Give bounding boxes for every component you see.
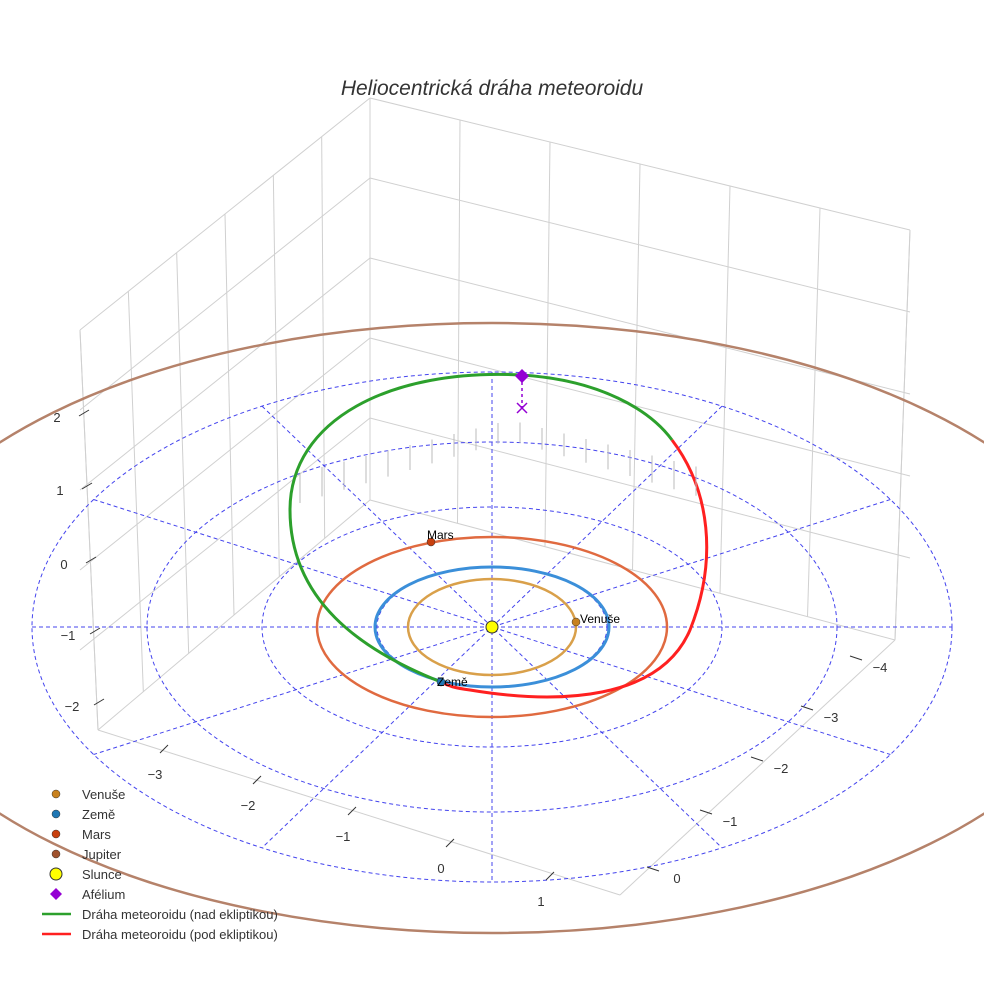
sun-marker: [485, 620, 499, 634]
grid-line: [369, 257, 911, 395]
legend-item[interactable]: Země: [82, 807, 115, 822]
x-tick: [347, 806, 357, 816]
z-tick: [89, 627, 101, 635]
x-tick-label: 0: [437, 861, 444, 876]
ecliptic-ring: [31, 371, 953, 883]
planet-label: Země: [437, 675, 468, 689]
x-tick-label: −1: [336, 829, 351, 844]
y-tick: [750, 756, 764, 762]
z-tick: [85, 556, 97, 564]
jupiter-orbit: [0, 321, 984, 935]
y-tick: [800, 705, 814, 711]
z-tick-label: −1: [61, 628, 76, 643]
legend-item[interactable]: Mars: [82, 827, 111, 842]
grid-line: [97, 729, 621, 896]
grid-line: [127, 291, 144, 692]
x-tick: [252, 775, 262, 785]
earth-orbit: [373, 565, 611, 689]
y-tick-label: −1: [723, 814, 738, 829]
legend-item[interactable]: Afélium: [82, 887, 125, 902]
y-tick: [699, 809, 713, 815]
grid-line: [79, 177, 371, 411]
x-tick: [159, 744, 169, 754]
legend-marker: [51, 849, 61, 859]
aphelion-projection-marker: [516, 402, 528, 414]
x-tick-label: 1: [537, 894, 544, 909]
legend-marker: [50, 888, 62, 900]
legend-marker: [51, 829, 61, 839]
venus-marker: [571, 617, 581, 627]
legend-item[interactable]: Dráha meteoroidu (pod ekliptikou): [82, 927, 278, 942]
grid-line: [224, 213, 235, 616]
aphelion-marker: [515, 369, 529, 383]
mars-orbit: [315, 535, 669, 719]
z-tick: [78, 409, 90, 417]
chart-title: Heliocentrická dráha meteoroidu: [341, 77, 644, 100]
grid-line: [79, 337, 371, 571]
venus-orbit: [406, 577, 578, 677]
z-tick-label: 1: [56, 483, 63, 498]
legend-marker: [49, 867, 63, 881]
grid-line: [544, 141, 551, 547]
axis-box-grid: [79, 97, 911, 896]
legend-item[interactable]: Dráha meteoroidu (nad ekliptikou): [82, 907, 278, 922]
grid-line: [369, 417, 911, 559]
y-tick: [646, 866, 660, 872]
mars-marker: [426, 537, 436, 547]
legend-item[interactable]: Jupiter: [82, 847, 122, 862]
grid-line: [321, 136, 326, 539]
y-tick: [849, 655, 863, 661]
planet-label: Mars: [427, 528, 454, 542]
grid-line: [272, 175, 280, 577]
earth-marker: [436, 677, 446, 687]
z-tick-label: −2: [65, 699, 80, 714]
grid-line: [79, 257, 371, 491]
x-tick-label: −2: [241, 798, 256, 813]
z-tick: [81, 482, 93, 490]
meteoroid-orbit-above: [288, 372, 674, 684]
z-tick: [93, 698, 105, 706]
y-tick-label: −3: [824, 710, 839, 725]
grid-line: [79, 329, 99, 731]
legend: VenušeZeměMarsJupiterSlunceAféliumDráha …: [42, 787, 278, 942]
planet-label: Venuše: [580, 612, 620, 626]
grid-line: [894, 229, 911, 641]
z-tick-label: 2: [53, 410, 60, 425]
legend-item[interactable]: Slunce: [82, 867, 122, 882]
x-tick: [445, 838, 455, 848]
legend-item[interactable]: Venuše: [82, 787, 125, 802]
y-tick-label: −2: [774, 761, 789, 776]
grid-line: [79, 417, 371, 651]
grid-line: [619, 639, 896, 896]
legend-marker: [51, 789, 61, 799]
legend-marker: [51, 809, 61, 819]
y-tick-label: −4: [873, 660, 888, 675]
grid-line: [457, 119, 461, 524]
x-tick: [545, 871, 555, 881]
grid-line: [369, 177, 911, 313]
y-tick-label: 0: [673, 871, 680, 886]
x-tick-label: −3: [148, 767, 163, 782]
z-tick-label: 0: [60, 557, 67, 572]
grid-line: [176, 252, 190, 654]
grid-line: [369, 337, 911, 477]
grid-line: [632, 163, 641, 571]
grid-line: [807, 207, 821, 617]
meteoroid-orbit-below: [440, 439, 709, 699]
grid-line: [719, 185, 731, 594]
